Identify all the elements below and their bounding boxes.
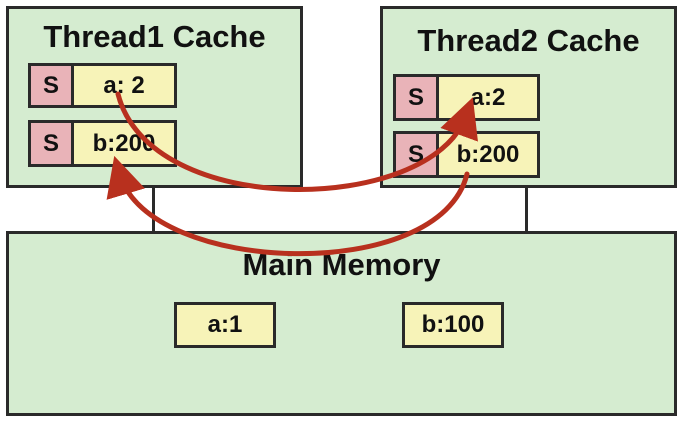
main-memory: Main Memory	[6, 231, 677, 416]
memory-cell-a: a:1	[174, 302, 276, 348]
thread2-line-a-state: S	[393, 74, 439, 121]
thread2-cache-title: Thread2 Cache	[417, 23, 640, 58]
thread1-cache-title: Thread1 Cache	[43, 19, 266, 54]
thread1-line-b-value: b:200	[71, 120, 177, 167]
thread1-bus-connector	[152, 186, 155, 233]
thread1-line-a-state: S	[28, 63, 74, 108]
arrow-thread2-b-to-thread1-b	[106, 155, 470, 257]
memory-cell-b: b:100	[402, 302, 504, 348]
thread2-line-b-value: b:200	[436, 131, 540, 178]
thread2-bus-connector	[525, 186, 528, 233]
thread2-line-a-value: a:2	[436, 74, 540, 121]
thread1-line-a-value: a: 2	[71, 63, 177, 108]
arrow-thread1-a-to-thread2-a	[115, 91, 478, 192]
